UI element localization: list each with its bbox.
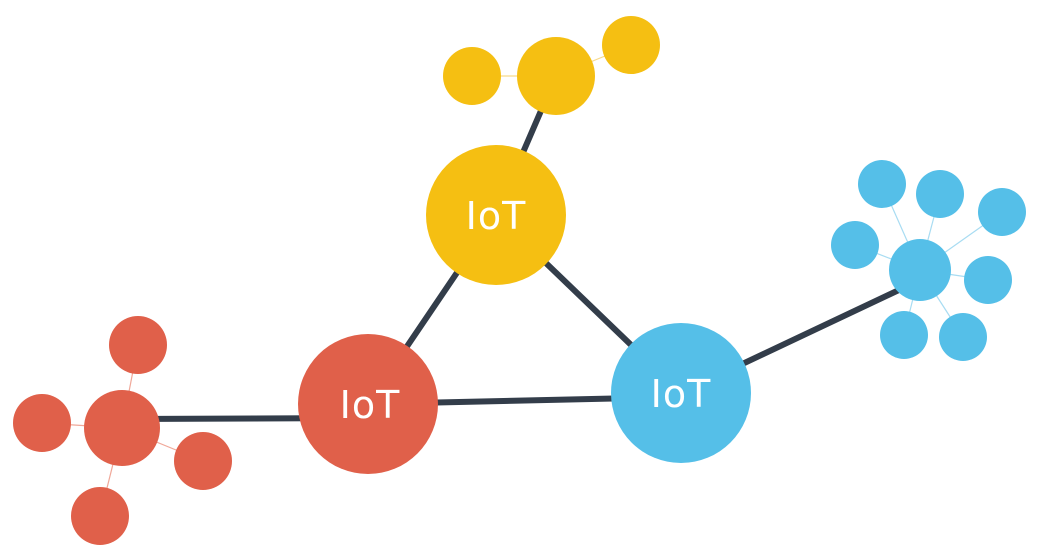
hub-top: IoT (426, 145, 566, 285)
blue-node (964, 256, 1012, 304)
red-node (71, 487, 129, 545)
hub-left: IoT (298, 334, 438, 474)
hub-right-label: IoT (651, 372, 712, 416)
blue-node (858, 160, 906, 208)
blue-node (880, 311, 928, 359)
hub-right: IoT (611, 323, 751, 463)
yellow-node (517, 37, 595, 115)
blue-cluster (831, 160, 1026, 361)
blue-node (939, 313, 987, 361)
yellow-cluster (443, 16, 660, 115)
blue-node (916, 170, 964, 218)
red-cluster (13, 316, 232, 545)
red-node (84, 390, 160, 466)
blue-node (831, 221, 879, 269)
red-node (109, 316, 167, 374)
hub-left-label: IoT (340, 383, 401, 427)
hub-left-circle (298, 334, 438, 474)
yellow-node (443, 47, 501, 105)
yellow-node (602, 16, 660, 74)
blue-node (978, 188, 1026, 236)
blue-node (889, 239, 951, 301)
red-node (13, 394, 71, 452)
hub-top-label: IoT (466, 194, 527, 238)
hub-top-circle (426, 145, 566, 285)
hub-right-circle (611, 323, 751, 463)
red-node (174, 432, 232, 490)
